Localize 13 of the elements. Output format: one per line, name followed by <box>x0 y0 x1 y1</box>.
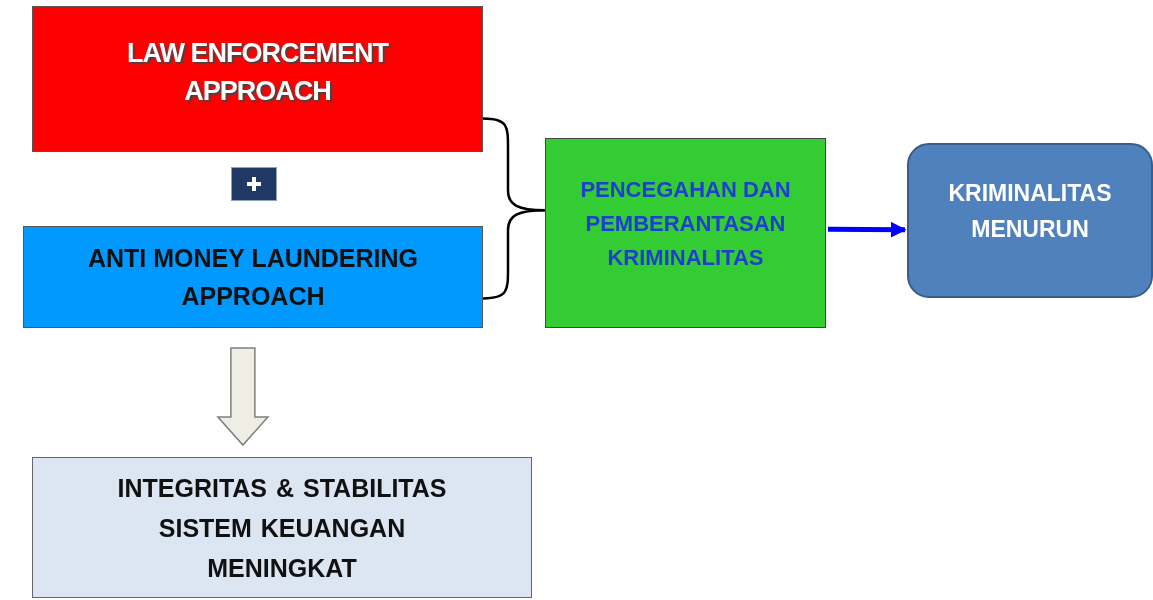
node-label: LAW ENFORCEMENT APPROACH <box>126 37 390 108</box>
process-box <box>32 6 483 152</box>
result-box <box>907 143 1153 298</box>
node-label: KRIMINALITAS MENURUN <box>947 178 1113 244</box>
node-label: PENCEGAHAN DAN PEMBERANTASAN KRIMINALITAS <box>579 176 792 272</box>
node-label: INTEGRITAS & STABILITAS SISTEM KEUANGAN MENINGKAT <box>116 472 448 584</box>
node-label: ANTI MONEY LAUNDERING APPROACH <box>86 243 420 312</box>
outcome-box <box>32 457 532 598</box>
arrow <box>828 221 907 238</box>
brace-line <box>482 208 546 300</box>
process-box <box>23 226 483 328</box>
block-arrow <box>216 347 270 447</box>
process-box <box>545 138 826 328</box>
